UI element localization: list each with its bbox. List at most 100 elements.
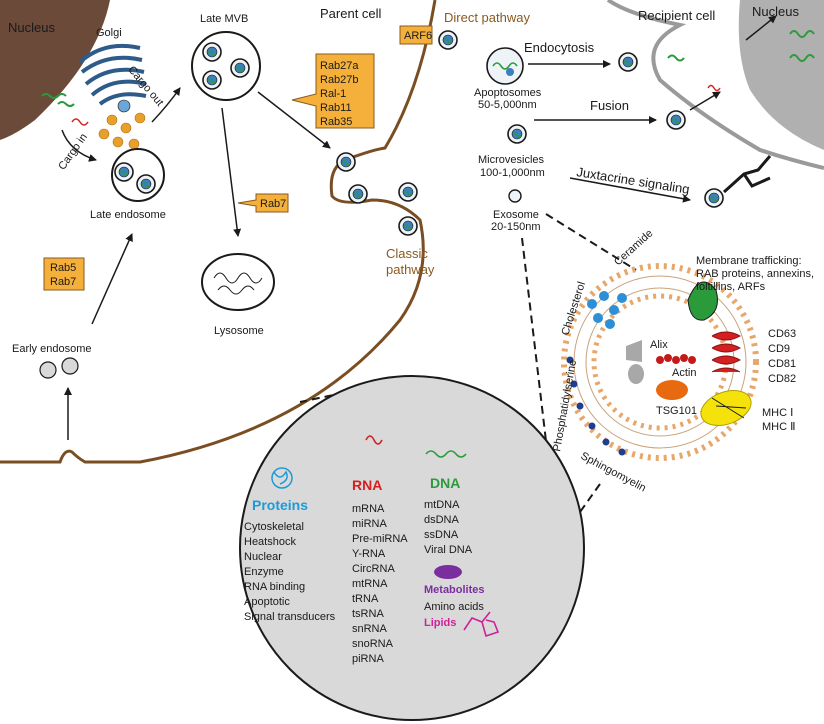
rab-early-1: Rab7 — [50, 276, 76, 288]
cargo-out-label: Cargo out — [125, 64, 165, 109]
phosphatidylserine-label: Phosphatidylserine — [551, 359, 579, 453]
released-dna-icon — [667, 54, 685, 62]
fused-vesicle — [666, 110, 686, 130]
classic-vesicle — [348, 184, 368, 204]
trafficking-label-1: RAB proteins, annexins, — [696, 268, 814, 280]
rab-early-0: Rab5 — [50, 262, 76, 274]
apoptosomes-label: Apoptosomes — [474, 87, 542, 99]
rab-mvb-4: Rab35 — [320, 116, 352, 128]
mvb-to-membrane-arrow — [257, 91, 331, 149]
lipid-icon — [463, 611, 500, 638]
microvesicles-label: Microvesicles — [478, 154, 545, 166]
protein-item: Enzyme — [244, 566, 284, 578]
microvesicle — [507, 124, 527, 144]
cargo-in-label: Cargo in — [56, 131, 90, 172]
rna-fragment-icon — [71, 118, 89, 126]
golgi-icon — [78, 43, 147, 106]
direct-pathway-label: Direct pathway — [444, 10, 530, 25]
classic-vesicle — [398, 182, 418, 202]
lipids-title: Lipids — [424, 617, 456, 629]
nuclear-dna-icon — [789, 54, 815, 62]
tsg101-label: TSG101 — [656, 405, 697, 417]
nucleus-left-label: Nucleus — [8, 20, 55, 35]
nuclear-dna-icon — [789, 30, 815, 38]
metabolites-title: Metabolites — [424, 584, 485, 596]
late-endosome-label: Late endosome — [90, 209, 166, 221]
trafficking-label-0: Membrane trafficking: — [696, 255, 802, 267]
rab7-lysosome-label: Rab7 — [260, 198, 286, 210]
early-endosome-vesicle — [39, 361, 57, 379]
classic-pathway-label-2: pathway — [386, 262, 435, 277]
rna-item: mRNA — [352, 503, 385, 515]
arf6-box — [399, 25, 433, 45]
arf6-label: ARF6 — [404, 30, 432, 42]
rab7-lysosome-callout — [237, 193, 289, 213]
protein-item: Signal transducers — [244, 611, 336, 623]
exosome-detail — [561, 263, 759, 461]
juxtacrine-vesicle — [704, 188, 724, 208]
juxtacrine-arrow — [569, 177, 691, 203]
cargo-circle — [239, 375, 585, 721]
late-mvb-label: Late MVB — [200, 13, 248, 25]
zoom-line — [545, 213, 637, 271]
metabolite-item: Amino acids — [424, 601, 484, 613]
rna-item: tRNA — [352, 593, 379, 605]
protein-icon-golgi — [117, 99, 131, 113]
endocytosed-vesicle — [618, 52, 638, 72]
nucleus-right — [738, 0, 824, 150]
classic-vesicle — [336, 152, 356, 172]
cd63-label: CD63 — [768, 328, 796, 340]
rna-item: mtRNA — [352, 578, 388, 590]
cd82-label: CD82 — [768, 373, 796, 385]
rna-item: snoRNA — [352, 638, 394, 650]
protein-item: Cytoskeletal — [244, 521, 304, 533]
rab-mvb-3: Rab11 — [320, 102, 352, 114]
endocytosis-label: Endocytosis — [524, 40, 595, 55]
cargo-out-arrow — [151, 87, 181, 123]
dna-title: DNA — [430, 475, 460, 491]
mhc1-label: MHC Ⅰ — [762, 407, 793, 419]
protein-icon — [271, 467, 293, 489]
budding-vesicle — [438, 30, 458, 50]
exosome — [508, 189, 522, 203]
parent-cell-membrane — [0, 0, 437, 464]
late-endosome — [111, 148, 165, 202]
nucleus-left — [0, 0, 110, 140]
apoptosomes-size: 50-5,000nm — [478, 99, 537, 111]
exosome-size: 20-150nm — [491, 221, 541, 233]
early-to-late-arrow — [91, 233, 133, 325]
actin-label: Actin — [672, 367, 696, 379]
rab-mvb-0: Rab27a — [320, 60, 359, 72]
cd81-label: CD81 — [768, 358, 796, 370]
rna-icon — [365, 435, 383, 445]
proteins-title: Proteins — [252, 497, 308, 513]
dna-item: Viral DNA — [424, 544, 473, 556]
mvb-to-lysosome-arrow — [221, 107, 242, 237]
classic-vesicle — [398, 216, 418, 236]
juxtacrine-label: Juxtacrine signaling — [576, 164, 691, 197]
released-rna-icon — [707, 84, 721, 92]
dna-item: mtDNA — [424, 499, 460, 511]
alix-label: Alix — [650, 339, 668, 351]
protein-item: Apoptotic — [244, 596, 290, 608]
lysosome-label: Lysosome — [214, 325, 264, 337]
early-endosome-vesicle — [61, 357, 79, 375]
rab-mvb-1: Rab27b — [320, 74, 359, 86]
cargo-in-arrow — [61, 129, 97, 162]
dna-item: ssDNA — [424, 529, 459, 541]
sphingomyelin-label: Sphingomyelin — [579, 450, 648, 494]
early-endosome-label: Early endosome — [12, 343, 92, 355]
recipient-cell-membrane — [606, 0, 824, 170]
cd9-label: CD9 — [768, 343, 790, 355]
receptor-ligand-icon — [722, 155, 772, 194]
protein-item: Nuclear — [244, 551, 282, 563]
protein-item: RNA binding — [244, 581, 305, 593]
fusion-release-arrow — [689, 91, 721, 111]
cargo-particles — [98, 112, 146, 150]
nucleus-right-label: Nucleus — [752, 4, 799, 19]
dna-icon — [425, 450, 467, 458]
exosome-label: Exosome — [493, 209, 539, 221]
rna-title: RNA — [352, 477, 382, 493]
zoom-line — [521, 237, 549, 459]
